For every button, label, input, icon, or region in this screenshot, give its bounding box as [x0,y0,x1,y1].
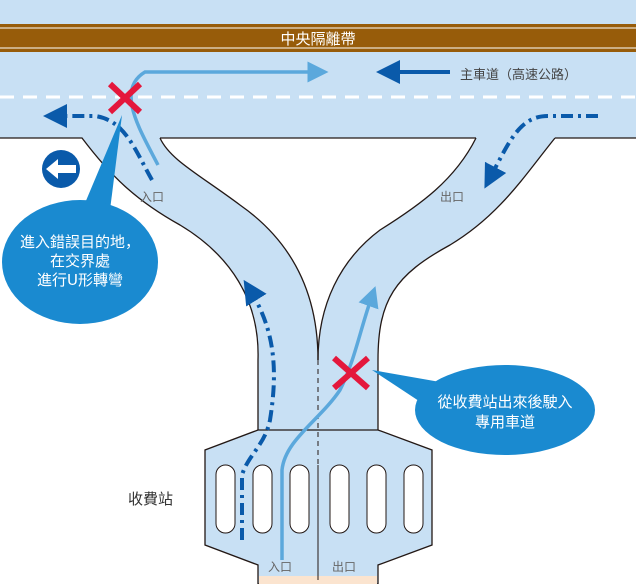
mainline-label: 主車道（高速公路） [460,67,577,83]
entrance-ramp [82,138,318,430]
toll-booth [329,464,350,534]
callout-right: 從收費站出來後駛入 專用車道 [372,365,595,455]
tollgate-label: 收費站 [128,490,173,508]
toll-booth [252,464,273,534]
callout-left-line-1: 進入錯誤目的地， [20,233,140,251]
median-label: 中央隔離帶 [280,30,355,48]
x-mark-icon [332,355,370,391]
callout-right-line-1: 從收費站出來後駛入 [437,393,572,411]
tollgate-entrance-label: 入口 [268,560,292,574]
wrong-lane-path [280,286,379,560]
callout-right-line-2: 專用車道 [475,413,535,431]
toll-booth [215,464,236,534]
callout-left: 進入錯誤目的地， 在交界處 進行U形轉彎 [2,115,158,324]
toll-booth [366,464,387,534]
median-strip [0,24,636,52]
tollgate-exit-label: 出口 [332,560,356,574]
exit-flow-arrow [484,114,598,189]
callout-left-line-2: 在交界處 [50,252,110,270]
main-carriageway [0,52,636,138]
entrance-flow-arrow [240,279,276,540]
left-arrow-sign-icon [42,150,80,188]
toll-booth [403,464,424,534]
toll-booths [215,464,424,534]
toll-booth [289,464,310,534]
x-mark-icon [107,81,143,115]
exit-ramp [318,138,555,430]
entrance-ramp-label: 入口 [140,190,164,204]
merge-flow-arrow [43,104,154,181]
opposite-carriageway [0,0,636,24]
exit-ramp-label: 出口 [440,190,464,204]
callout-left-line-3: 進行U形轉彎 [37,271,123,289]
